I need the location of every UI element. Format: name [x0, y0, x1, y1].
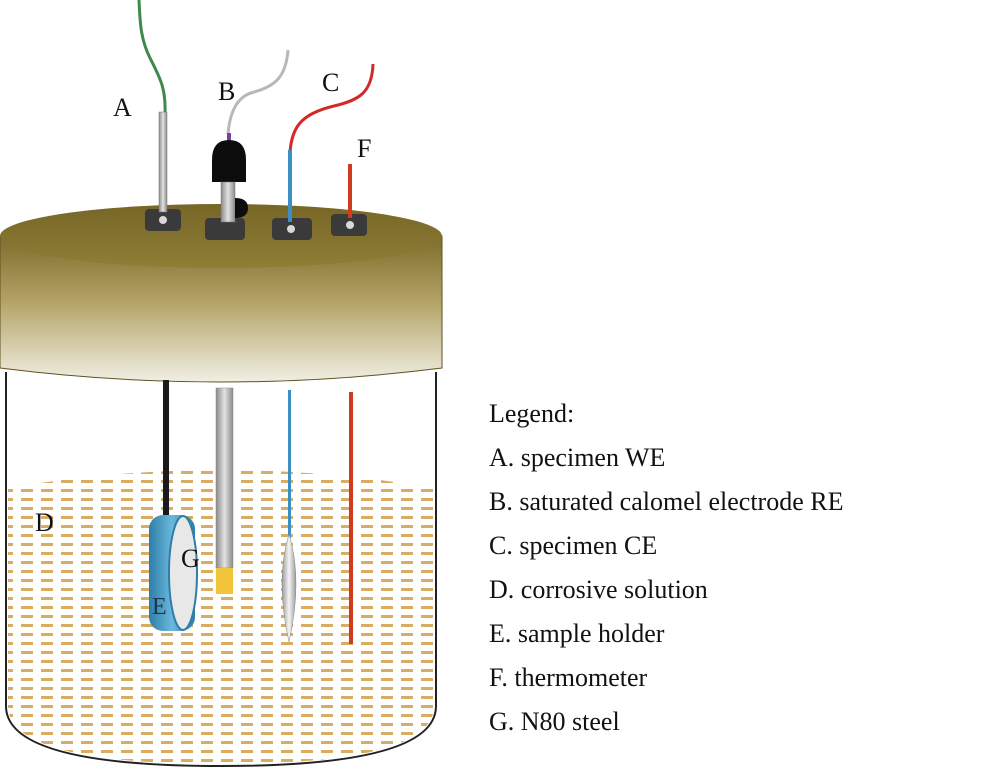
legend-item-e: E. sample holder — [489, 619, 665, 648]
label-D: D — [35, 508, 54, 537]
reference-electrode-body — [215, 387, 234, 594]
label-C: C — [322, 68, 339, 97]
legend-item-b: B. saturated calomel electrode RE — [489, 487, 844, 516]
label-E: E — [152, 594, 167, 620]
electrode-C — [288, 63, 375, 222]
sample-holder — [149, 515, 198, 631]
label-G: G — [181, 544, 200, 573]
legend-item-g: G. N80 steel — [489, 707, 620, 736]
legend-title: Legend: — [489, 399, 575, 428]
legend: Legend: A. specimen WE B. saturated calo… — [489, 392, 843, 744]
electrode-B — [212, 49, 290, 223]
electrode-A-lead — [163, 380, 169, 520]
lid-ports — [145, 209, 367, 240]
legend-item-c: C. specimen CE — [489, 531, 658, 560]
counter-electrode-body — [281, 390, 297, 643]
legend-item-d: D. corrosive solution — [489, 575, 708, 604]
legend-item-f: F. thermometer — [489, 663, 648, 692]
electrode-A — [137, 0, 168, 213]
n80-steel-specimen — [216, 568, 233, 594]
label-B: B — [218, 77, 235, 106]
thermometer-top — [348, 164, 352, 218]
corrosive-solution — [8, 470, 434, 764]
label-A: A — [113, 93, 132, 122]
legend-item-a: A. specimen WE — [489, 443, 666, 472]
thermometer-stem — [349, 392, 353, 644]
label-F: F — [357, 134, 371, 163]
